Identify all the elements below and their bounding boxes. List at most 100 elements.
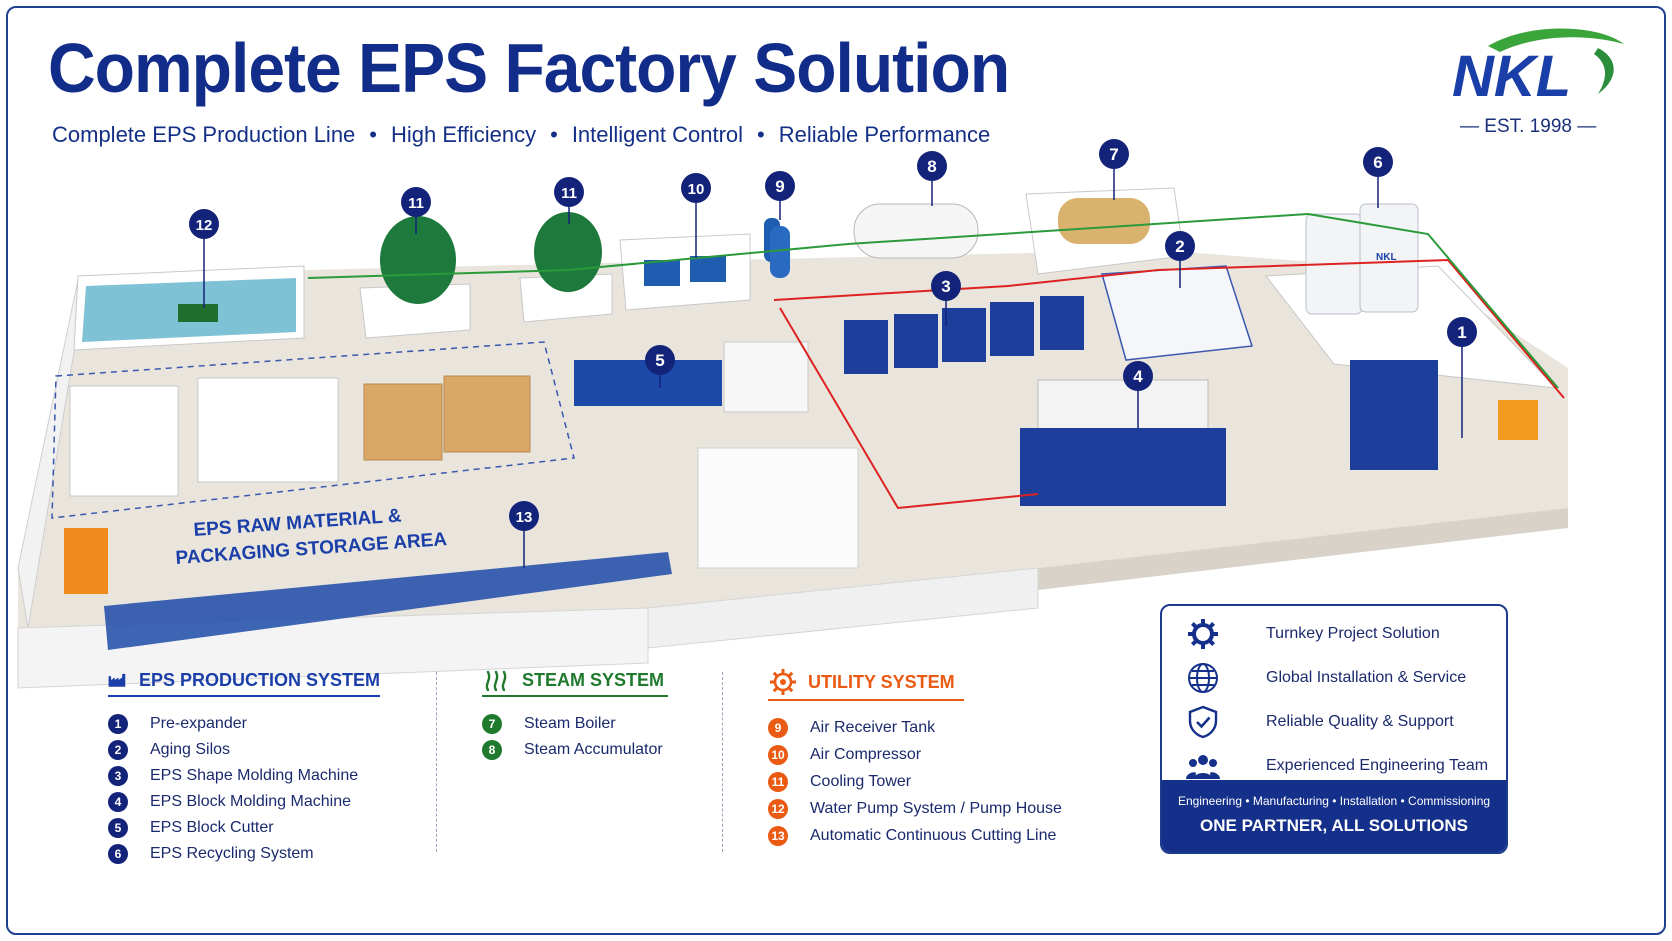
subtitle-item: Complete EPS Production Line bbox=[52, 122, 356, 147]
cartons bbox=[363, 375, 531, 461]
air-compressor bbox=[690, 256, 726, 282]
callout-8: 8 bbox=[917, 151, 947, 206]
steam-icon bbox=[485, 670, 507, 692]
pre-expander-hopper bbox=[1498, 400, 1538, 440]
svg-text:11: 11 bbox=[561, 185, 577, 202]
legend-title: STEAM SYSTEM bbox=[522, 669, 665, 690]
gear-icon bbox=[1188, 619, 1218, 649]
callout-3: 3 bbox=[931, 271, 961, 326]
tagline: ONE PARTNER, ALL SOLUTIONS bbox=[1200, 816, 1468, 835]
callout-4: 4 bbox=[1123, 361, 1153, 428]
page-title: Complete EPS Factory Solution bbox=[48, 29, 1010, 107]
subtitle-separator: • bbox=[757, 122, 765, 147]
factory-scene: NKL bbox=[17, 139, 1568, 689]
svg-text:4: 4 bbox=[1133, 367, 1143, 386]
legend-header: UTILITY SYSTEM bbox=[768, 668, 964, 701]
svg-text:5: 5 bbox=[655, 351, 664, 370]
established-label: — EST. 1998 — bbox=[1460, 116, 1597, 137]
service-item: Turnkey Project Solution bbox=[1162, 612, 1506, 656]
service-label: Experienced Engineering Team bbox=[1266, 757, 1489, 774]
subtitle-separator: • bbox=[550, 122, 558, 147]
svg-text:8: 8 bbox=[927, 157, 936, 176]
steam-pipe bbox=[779, 307, 1039, 510]
subtitle-item: High Efficiency bbox=[391, 122, 537, 147]
cooling-tower bbox=[534, 212, 602, 292]
subtitle-item: Reliable Performance bbox=[778, 122, 991, 147]
factory-icon bbox=[108, 673, 126, 687]
subtitle-separator: • bbox=[369, 122, 377, 147]
block-molding-machine bbox=[1020, 428, 1226, 506]
block-storage bbox=[697, 447, 859, 569]
svg-text:3: 3 bbox=[941, 277, 950, 296]
globe-icon bbox=[1188, 663, 1218, 693]
legend-header: STEAM SYSTEM bbox=[482, 668, 668, 697]
callout-13: 13 bbox=[509, 501, 539, 568]
continuous-cutting-line bbox=[104, 552, 672, 650]
services-card: Turnkey Project Solution Global Installa… bbox=[1160, 604, 1508, 854]
svg-text:6: 6 bbox=[1373, 153, 1382, 172]
storage-area-outline bbox=[51, 341, 575, 519]
air-receiver-tank bbox=[770, 226, 790, 278]
steam-pipe bbox=[773, 258, 1565, 399]
pre-expander bbox=[1350, 360, 1438, 470]
callout-5: 5 bbox=[645, 345, 675, 388]
service-item: Experienced Engineering Team bbox=[1162, 744, 1506, 788]
service-label: Reliable Quality & Support bbox=[1266, 713, 1454, 730]
callout-6: 6 bbox=[1363, 147, 1393, 208]
svg-text:1: 1 bbox=[1457, 323, 1466, 342]
cut-blocks bbox=[723, 341, 809, 413]
svg-text:11: 11 bbox=[408, 195, 424, 212]
legend-divider bbox=[436, 672, 437, 852]
legend-title: UTILITY SYSTEM bbox=[808, 671, 955, 692]
team-icon bbox=[1186, 755, 1220, 779]
subtitle-item: Intelligent Control bbox=[571, 122, 744, 147]
nkl-logo: NKL bbox=[1452, 28, 1624, 109]
service-item: Reliable Quality & Support bbox=[1162, 700, 1506, 744]
service-label: Global Installation & Service bbox=[1266, 669, 1467, 686]
cooling-tower bbox=[380, 216, 456, 304]
aging-silos bbox=[1101, 265, 1253, 361]
svg-text:13: 13 bbox=[516, 509, 533, 526]
water-pipe bbox=[1307, 213, 1559, 389]
service-label: Turnkey Project Solution bbox=[1266, 625, 1440, 642]
pump-unit bbox=[178, 304, 218, 322]
compressor-room bbox=[619, 233, 751, 311]
air-compressor bbox=[644, 260, 680, 286]
card-footer: Engineering • Manufacturing • Installati… bbox=[1162, 780, 1506, 852]
forklift bbox=[64, 528, 108, 594]
callout-9: 9 bbox=[765, 171, 795, 220]
svg-text:7: 7 bbox=[1109, 145, 1118, 164]
recycling-silo bbox=[1359, 203, 1419, 313]
shield-check-icon bbox=[1188, 705, 1218, 739]
gear-icon bbox=[770, 669, 796, 695]
front-wall-mid bbox=[647, 567, 1039, 649]
callout-1: 1 bbox=[1447, 317, 1477, 438]
legend-header: EPS PRODUCTION SYSTEM bbox=[108, 668, 380, 697]
svg-text:12: 12 bbox=[196, 217, 213, 234]
callout-11: 11 bbox=[401, 187, 431, 234]
steam-boiler bbox=[1058, 198, 1150, 244]
svg-text:NKL: NKL bbox=[1452, 44, 1571, 109]
svg-text:2: 2 bbox=[1175, 237, 1184, 256]
infographic-frame: Complete EPS Factory Solution Complete E… bbox=[6, 6, 1666, 935]
subtitle-bar: Complete EPS Production Line • High Effici… bbox=[52, 122, 990, 148]
callout-10: 10 bbox=[681, 173, 711, 258]
silo-brand: NKL bbox=[1376, 252, 1397, 263]
